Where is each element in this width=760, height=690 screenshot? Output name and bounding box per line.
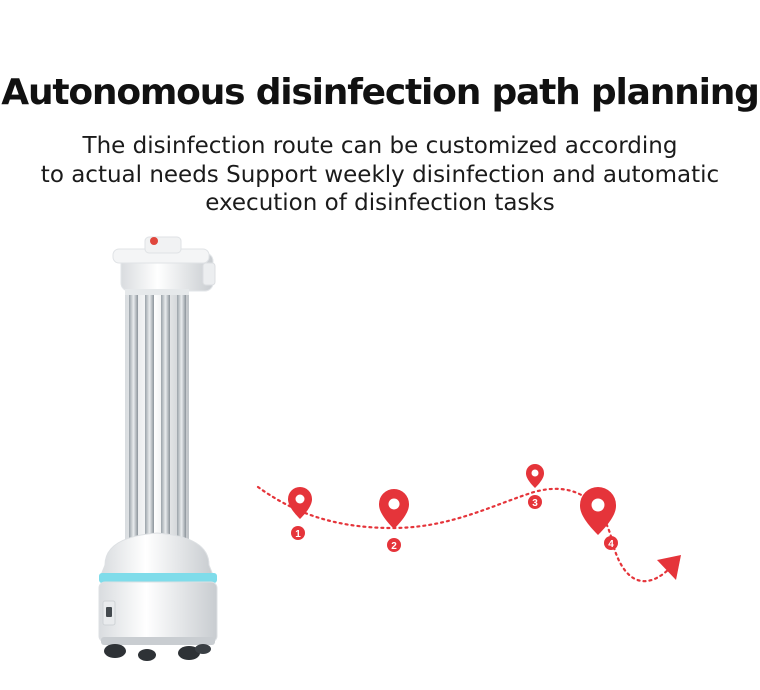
location-pin-icon-3: [526, 464, 544, 488]
location-pin-icon-4: [580, 487, 616, 535]
waypoint-badge-2: 2: [387, 538, 401, 552]
svg-text:2: 2: [391, 541, 397, 552]
description-line-2: to actual needs Support weekly disinfect…: [40, 161, 720, 188]
waypoint-badge-4: 4: [604, 536, 618, 550]
robot-head: [112, 236, 216, 292]
svg-text:1: 1: [295, 529, 301, 540]
waypoint-badge-1: 1: [291, 526, 305, 540]
route-dotted-path: [256, 485, 670, 583]
location-pin-icon-1: [288, 487, 312, 519]
robot-button: [150, 237, 158, 245]
svg-text:3: 3: [532, 498, 538, 509]
robot-base: [98, 532, 218, 645]
description: The disinfection route can be customized…: [30, 132, 730, 218]
headline: Autonomous disinfection path planning: [1, 72, 760, 113]
robot-wheels: [104, 644, 211, 661]
disinfection-robot-image: [98, 236, 218, 661]
description-line-1: The disinfection route can be customized…: [82, 133, 678, 159]
waypoint-badge-3: 3: [528, 495, 542, 509]
uv-lamp-column: [125, 289, 189, 543]
robot-light-ring: [99, 573, 217, 583]
location-pin-icon-2: [379, 489, 409, 529]
route-arrow-icon: [657, 555, 681, 580]
description-line-3: execution of disinfection tasks: [205, 190, 555, 216]
svg-text:4: 4: [608, 539, 614, 550]
